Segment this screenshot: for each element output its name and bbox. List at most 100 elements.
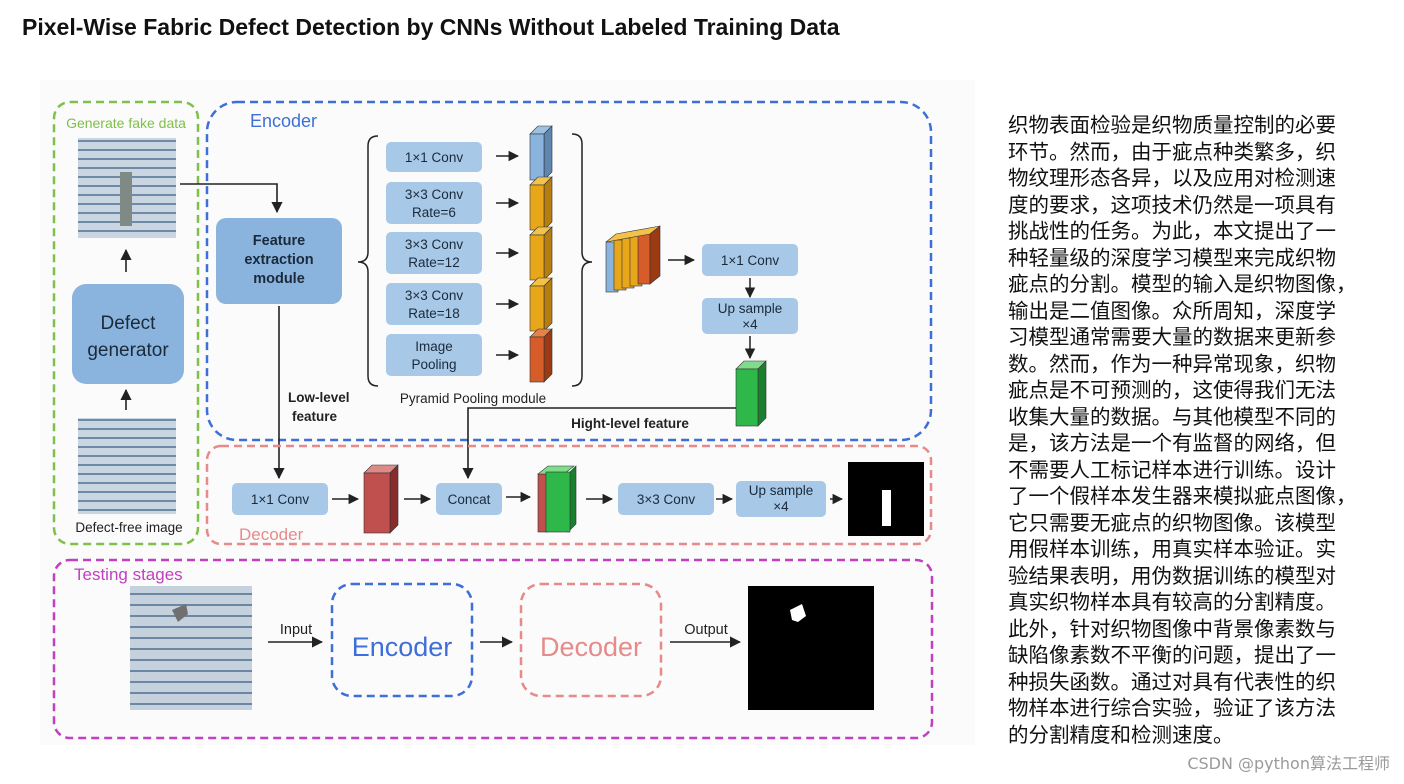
- low-level-label-l1: Low-level: [288, 390, 350, 405]
- page-title: Pixel-Wise Fabric Defect Detection by CN…: [22, 14, 840, 40]
- pyramid-conv3-rate6-box: [386, 182, 482, 224]
- defect-generator-line2: generator: [87, 340, 169, 361]
- svg-text:Rate=6: Rate=6: [412, 205, 456, 220]
- encoder-conv1-box: [702, 244, 798, 276]
- testing-stages-frame: [52, 558, 934, 740]
- testing-stages-label: Testing stages: [74, 565, 183, 584]
- test-output-mask: [748, 586, 874, 710]
- decoder-label: Decoder: [239, 525, 304, 544]
- svg-text:3×3 Conv: 3×3 Conv: [405, 288, 463, 303]
- defect-free-label: Defect-free image: [75, 520, 182, 535]
- defect-generator-line1: Defect: [101, 313, 157, 334]
- test-decoder-label: Decoder: [540, 632, 642, 662]
- pyramid-conv3-rate12-l2: Rate=12: [408, 255, 459, 270]
- encoder-label: Encoder: [250, 111, 317, 131]
- svg-text:×4: ×4: [742, 317, 758, 332]
- decoder-concat-block: [537, 465, 577, 533]
- pyramid-left-brace: [357, 135, 379, 387]
- feature-block-orange-6: [529, 176, 553, 231]
- feature-extraction-box: [216, 218, 342, 304]
- decoder-upsample-l2: ×4: [773, 499, 789, 514]
- paragraph-line: 用假样本训练，用真实样本验证。实: [1008, 537, 1336, 561]
- paragraph-line: 的分割精度和检测速度。: [1008, 722, 1234, 747]
- paragraph-line: 了一个假样本发生器来模拟疵点图像，: [1008, 484, 1357, 508]
- concatenated-feature-stack: [605, 225, 661, 293]
- encoder-conv1-label: 1×1 Conv: [721, 253, 779, 268]
- paragraph-line: 不需要人工标记样本进行训练。设计: [1008, 457, 1336, 482]
- paragraph-line: 疵点是不可预测的，这使得我们无法: [1008, 378, 1336, 402]
- pyramid-conv3-rate18-l2: Rate=18: [408, 306, 459, 321]
- svg-text:module: module: [253, 271, 305, 287]
- architecture-diagram: Generate fake data Defect generator Defe…: [40, 80, 975, 745]
- svg-text:Feature: Feature: [253, 233, 305, 249]
- paragraph-line: 度的要求，这项技术仍然是一项具有: [1008, 192, 1336, 217]
- test-encoder-label: Encoder: [352, 632, 453, 662]
- feature-block-orange-18: [529, 277, 553, 332]
- high-level-feature-block: [735, 360, 767, 427]
- svg-text:feature: feature: [292, 409, 338, 424]
- svg-text:generator: generator: [87, 340, 169, 361]
- watermark: CSDN @python算法工程师: [1187, 754, 1390, 773]
- decoder-conv3-label: 3×3 Conv: [637, 492, 695, 507]
- svg-text:Low-level: Low-level: [288, 390, 350, 405]
- encoder-frame: [205, 100, 933, 442]
- input-label: Input: [280, 622, 312, 638]
- svg-text:Pooling: Pooling: [411, 357, 456, 372]
- pyramid-conv3-rate12-l1: 3×3 Conv: [405, 237, 463, 252]
- description-paragraph: 织物表面检验是织物质量控制的必要 环节。然而，由于疵点种类繁多，织 物纹理形态各…: [1008, 112, 1376, 748]
- feature-block-red-orange: [529, 328, 553, 383]
- test-output-defect: [790, 604, 806, 622]
- pyramid-conv1-label: 1×1 Conv: [405, 150, 463, 165]
- paragraph-line: 物纹理形态各异，以及应用对检测速: [1008, 166, 1336, 190]
- paragraph-line: 是，该方法是一个有监督的网络，但: [1008, 431, 1336, 455]
- decoder-conv3-box: [618, 483, 714, 515]
- encoder-upsample-l2: ×4: [742, 317, 758, 332]
- test-input-defect: [172, 604, 188, 622]
- paragraph-line: 收集大量的数据。与其他模型不同的: [1008, 404, 1336, 429]
- concat-label: Concat: [448, 492, 491, 507]
- svg-text:extraction: extraction: [244, 252, 313, 268]
- decoder-upsample-box: [736, 481, 826, 517]
- feature-block-orange-12: [529, 226, 553, 281]
- generate-fake-data-label: Generate fake data: [66, 115, 186, 131]
- pyramid-right-brace: [571, 133, 593, 387]
- paragraph-line: 验结果表明，用伪数据训练的模型对: [1008, 563, 1336, 588]
- feature-extraction-line3: module: [253, 271, 305, 287]
- fake-defect-mark: [120, 172, 132, 226]
- paragraph-line: 种轻量级的深度学习模型来完成织物: [1008, 245, 1336, 270]
- pyramid-conv3-rate6-l1: 3×3 Conv: [405, 187, 463, 202]
- paragraph-line: 缺陷像素数不平衡的问题，提出了一: [1008, 643, 1336, 667]
- svg-text:3×3 Conv: 3×3 Conv: [405, 237, 463, 252]
- paragraph-line: 疵点的分割。模型的输入是织物图像，: [1008, 272, 1357, 296]
- encoder-upsample-box: [702, 298, 798, 334]
- generate-fake-data-frame: [52, 100, 200, 546]
- svg-text:Rate=18: Rate=18: [408, 306, 459, 321]
- concat-box: [436, 483, 502, 515]
- pyramid-conv1-box: [386, 142, 482, 172]
- encoder-upsample-l1: Up sample: [718, 301, 783, 316]
- decoder-frame: [205, 444, 933, 546]
- feature-block-blue: [529, 125, 553, 181]
- svg-text:Rate=12: Rate=12: [408, 255, 459, 270]
- paragraph-line: 物样本进行综合实验，验证了该方法: [1008, 696, 1336, 720]
- paragraph-line: 环节。然而，由于疵点种类繁多，织: [1008, 139, 1336, 164]
- pyramid-conv3-rate18-box: [386, 283, 482, 325]
- defect-free-image: [78, 418, 176, 514]
- paragraph-line: 种损失函数。通过对具有代表性的织: [1008, 669, 1336, 694]
- low-level-label-l2: feature: [292, 409, 338, 424]
- svg-text:Up sample: Up sample: [749, 483, 814, 498]
- pyramid-conv3-rate6-l2: Rate=6: [412, 205, 456, 220]
- defect-generator-box: [72, 284, 184, 384]
- test-input-image: [130, 586, 252, 710]
- paragraph-line: 它只需要无疵点的织物图像。该模型: [1008, 510, 1336, 535]
- svg-text:3×3 Conv: 3×3 Conv: [405, 187, 463, 202]
- pyramid-conv3-rate18-l1: 3×3 Conv: [405, 288, 463, 303]
- decoder-output-defect: [882, 490, 891, 526]
- decoder-low-feature-block: [363, 464, 399, 534]
- paragraph-line: 真实织物样本具有较高的分割精度。: [1008, 590, 1336, 614]
- paragraph-line: 挑战性的任务。为此，本文提出了一: [1008, 219, 1336, 243]
- paragraph-line: 织物表面检验是织物质量控制的必要: [1008, 113, 1336, 137]
- svg-text:Defect: Defect: [101, 313, 157, 334]
- decoder-upsample-l1: Up sample: [749, 483, 814, 498]
- pyramid-pooling-l2: Pooling: [411, 357, 456, 372]
